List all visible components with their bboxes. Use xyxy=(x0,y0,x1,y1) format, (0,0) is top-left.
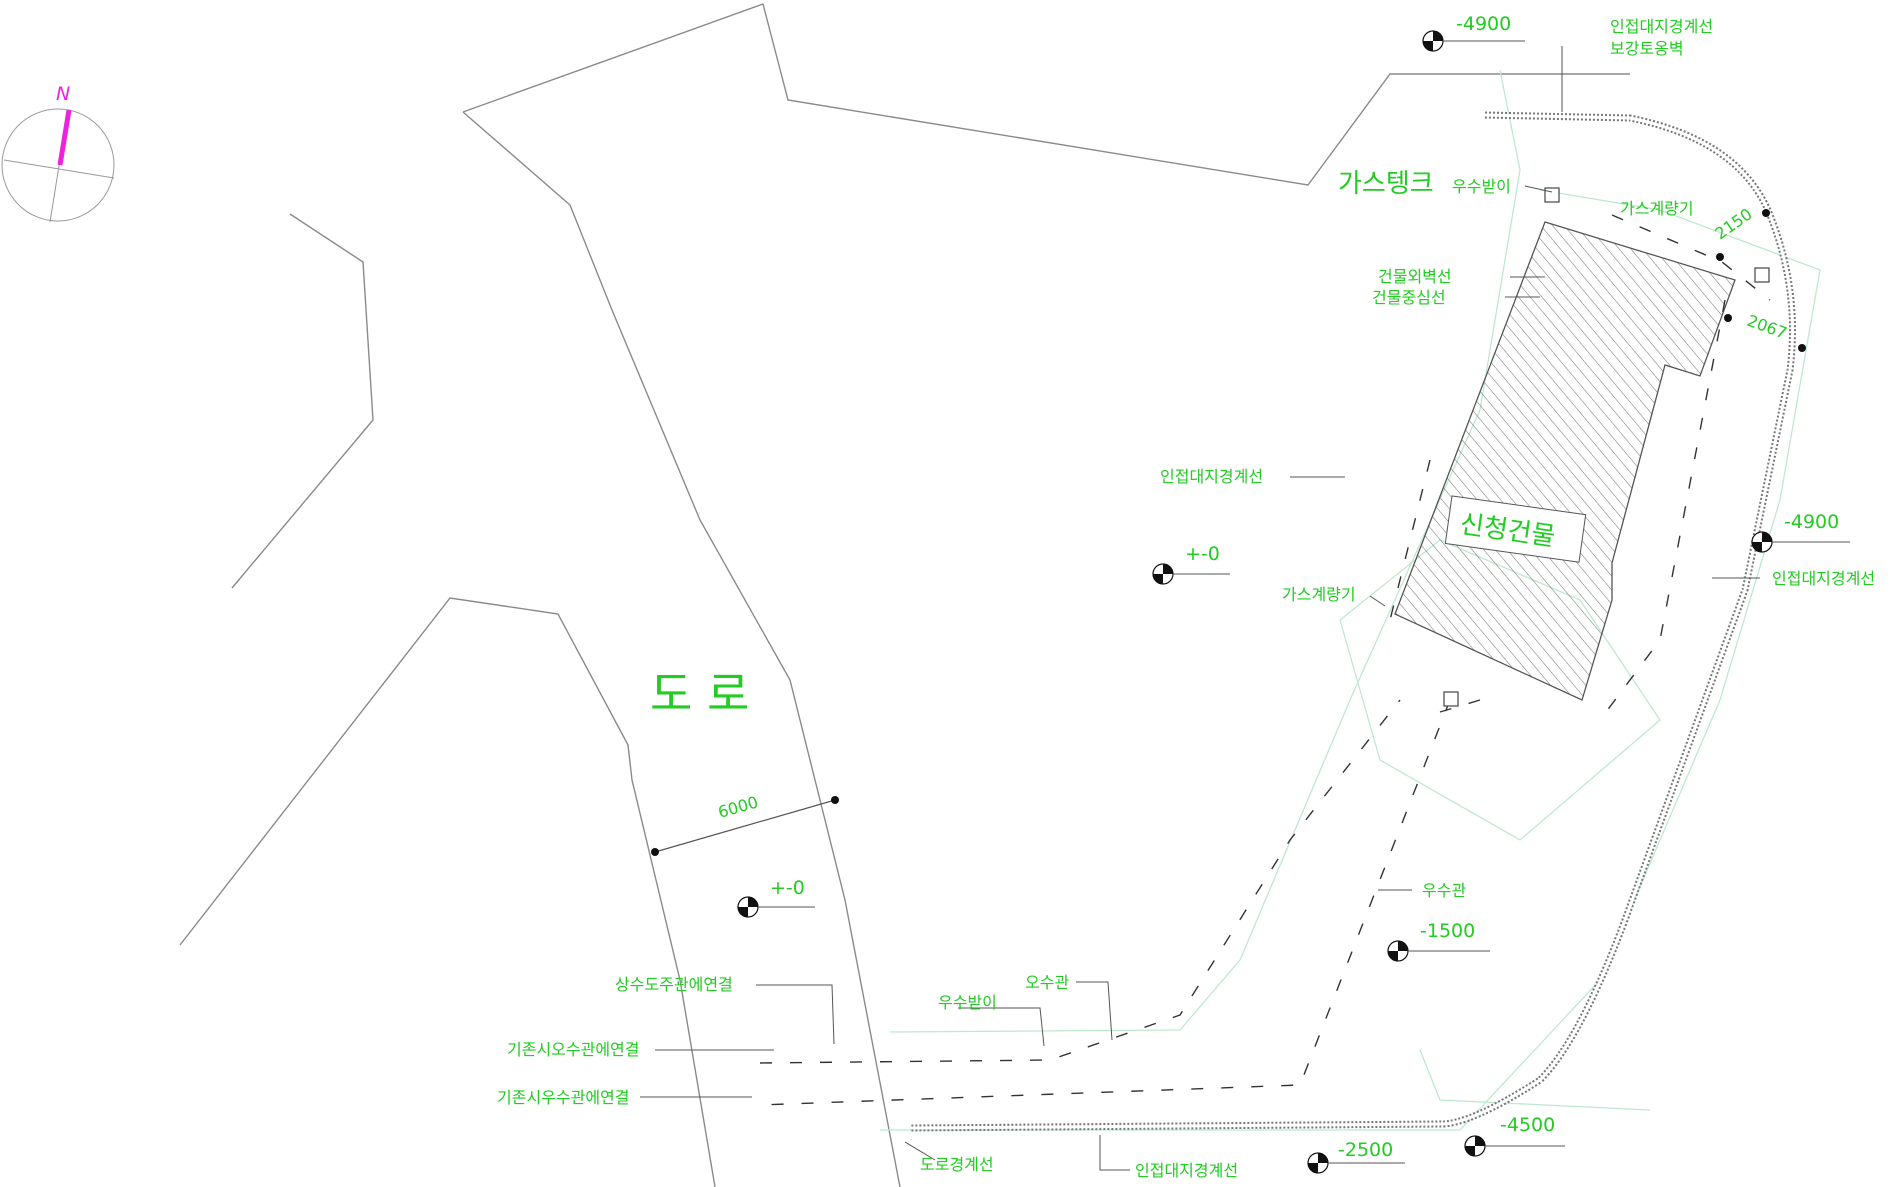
annotation-labels: 인접대지경계선 보강토옹벽 우수받이 가스계량기 건물외벽선 건물중심선 인접대… xyxy=(497,17,1875,1180)
north-label: N xyxy=(56,83,70,105)
dim-right: 2067 xyxy=(1745,311,1790,343)
building-label-box xyxy=(1444,495,1587,563)
level-marker-1500: -1500 xyxy=(1387,920,1490,962)
label-gas-meter-mid: 가스계량기 xyxy=(1282,585,1356,604)
label-sewage-pipe: 오수관 xyxy=(1025,973,1069,992)
label-rain-catch-top: 우수받이 xyxy=(1452,177,1511,196)
label-rain-catch-bottom: 우수받이 xyxy=(938,993,997,1012)
pits xyxy=(1443,187,1770,707)
road-label: 도 로 xyxy=(650,667,749,721)
level-4500-label: -4500 xyxy=(1500,1114,1555,1136)
level-road-label: +-0 xyxy=(770,877,805,899)
label-building-center: 건물중심선 xyxy=(1372,288,1446,307)
level-marker-2500: -2500 xyxy=(1307,1139,1405,1174)
label-existing-storm: 기존시우수관에연결 xyxy=(497,1088,629,1107)
retaining-wall xyxy=(909,111,1796,1132)
label-gas-meter-top: 가스계량기 xyxy=(1620,199,1694,218)
north-arrow: N xyxy=(1,83,115,223)
level-top-label: -4900 xyxy=(1456,13,1511,35)
level-marker-4500: -4500 xyxy=(1464,1114,1565,1157)
road-dimension: 6000 xyxy=(651,792,839,856)
level-marker-top: -4900 xyxy=(1422,13,1525,52)
label-adjacent-boundary-left: 인접대지경계선 xyxy=(1160,467,1263,486)
label-adjacent-boundary-bottom: 인접대지경계선 xyxy=(1135,1161,1238,1180)
label-retaining-wall: 보강토옹벽 xyxy=(1610,39,1684,58)
label-adjacent-boundary-top: 인접대지경계선 xyxy=(1610,17,1713,36)
level-marker-right: -4900 xyxy=(1751,511,1850,553)
label-road-boundary: 도로경계선 xyxy=(920,1155,994,1174)
building-footprint: 신청건물 xyxy=(1394,221,1736,701)
surrounding-lines xyxy=(179,3,1630,1187)
label-adjacent-boundary-right: 인접대지경계선 xyxy=(1772,569,1875,588)
level-2500-label: -2500 xyxy=(1338,1139,1393,1161)
label-existing-sewage: 기존시오수관에연결 xyxy=(507,1040,639,1059)
label-storm-pipe: 우수관 xyxy=(1422,881,1466,900)
level-marker-road: +-0 xyxy=(737,877,815,918)
road-width-label: 6000 xyxy=(716,792,760,821)
level-center-label: +-0 xyxy=(1185,543,1220,565)
level-right-label: -4900 xyxy=(1784,511,1839,533)
level-1500-label: -1500 xyxy=(1420,920,1475,942)
label-building-outer-wall: 건물외벽선 xyxy=(1378,267,1452,286)
level-marker-center: +-0 xyxy=(1152,543,1230,585)
leader-lines xyxy=(640,46,1760,1171)
pipe-lines xyxy=(759,214,1771,1106)
gas-tank-label: 가스텡크 xyxy=(1338,169,1434,199)
label-water-main: 상수도주관에연결 xyxy=(615,975,733,994)
